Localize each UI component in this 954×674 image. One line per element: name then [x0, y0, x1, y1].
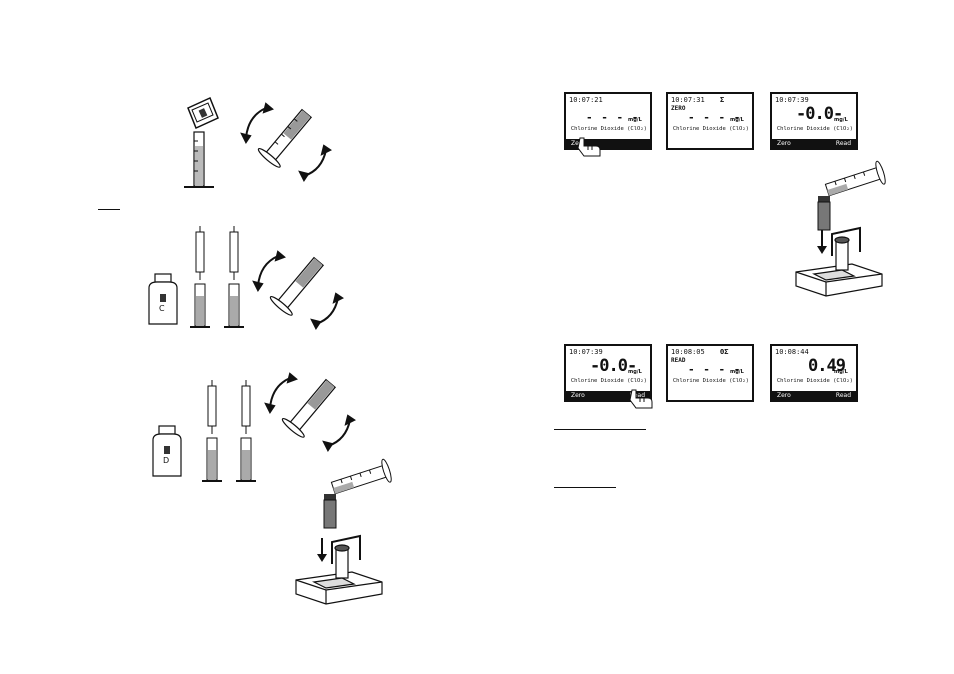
lcd-time: 10:07:39 [569, 348, 603, 356]
lcd-screen-zeroed: 10:07:39 -0.0- mg/L Chlorine Dioxide (Cl… [770, 92, 858, 150]
lcd-unit: mg/L [834, 369, 848, 375]
lcd-unit: mg/L [730, 369, 744, 375]
lcd-time: 10:08:05 [671, 348, 705, 356]
graduated-cylinder-icon [269, 256, 325, 316]
syringe-icon [207, 380, 217, 434]
syringe-cylinder-pair-d [200, 378, 260, 486]
lcd-unit: mg/L [730, 117, 744, 123]
lcd-dashes: - - - - [688, 111, 742, 124]
invert-cylinder-3 [262, 368, 358, 454]
lcd-reading: -0.0- [590, 356, 637, 376]
invert-cylinder-2 [250, 246, 346, 332]
reagent-bottle-icon [148, 273, 178, 325]
graduated-cylinder-icon [236, 437, 256, 482]
graduated-cylinder-icon [184, 131, 214, 188]
graduated-cylinder-icon [330, 458, 392, 495]
zero-softkey[interactable]: Zero [777, 392, 791, 399]
lcd-status-symbol: ΘΣ [720, 348, 729, 356]
graduated-cylinder-icon [824, 160, 886, 197]
photometer-icon [295, 534, 383, 605]
heading-underline [554, 429, 646, 430]
reagent-bottle-d: D [149, 424, 185, 480]
pour-into-vial-left [318, 454, 394, 534]
lcd-softkey-bar: Zero Read [772, 139, 856, 148]
graduated-cylinder-icon [224, 283, 244, 328]
reagent-bottle-c: C [145, 272, 181, 328]
lcd-screen-result: 10:08:44 0.49 mg/L Chlorine Dioxide (ClO… [770, 344, 858, 402]
graduated-cylinder-icon [202, 437, 222, 482]
reagent-bottle-icon [152, 425, 182, 477]
graduated-cylinder-icon [257, 108, 313, 168]
lcd-unit: mg/L [628, 117, 642, 123]
lcd-softkey-bar: Zero [566, 139, 650, 148]
pour-into-vial-right [812, 156, 888, 236]
invert-cylinder-1 [238, 98, 334, 184]
bottle-c-label: C [159, 304, 165, 313]
read-softkey[interactable]: Read [835, 140, 851, 147]
invert-arrows-icon [264, 372, 356, 452]
lcd-screen-zeroing: 10:07:31 Σ ZERO - - - - mg/L Chlorine Di… [666, 92, 754, 150]
photometer-left [292, 534, 386, 608]
down-arrow-icon [317, 538, 327, 562]
invert-arrows-icon [252, 250, 344, 330]
zero-softkey[interactable]: Zero [571, 140, 585, 147]
lcd-time: 10:08:44 [775, 348, 809, 356]
lcd-screen-zero-prompt: 10:07:21 - - - - mg/L Chlorine Dioxide (… [564, 92, 652, 150]
read-softkey[interactable]: Read [835, 392, 851, 399]
zero-softkey[interactable]: Zero [571, 392, 585, 399]
lcd-reading: 0.49 [808, 356, 846, 376]
reagent-packet-icon [187, 96, 219, 130]
lcd-softkey-bar: Zero Read [566, 391, 650, 400]
lcd-parameter: Chlorine Dioxide (ClO₂) [570, 126, 647, 132]
lcd-screen-reading: 10:08:05 ΘΣ READ - - - - mg/L Chlorine D… [666, 344, 754, 402]
lcd-reading: -0.0- [796, 104, 843, 124]
photometer-icon [795, 226, 883, 297]
sample-vial-icon [323, 494, 337, 529]
lcd-status-symbol: Σ [720, 96, 725, 104]
zero-softkey[interactable]: Zero [777, 140, 791, 147]
lcd-unit: mg/L [834, 117, 848, 123]
lcd-time: 10:07:31 [671, 96, 705, 104]
lcd-mode: READ [671, 357, 686, 364]
down-arrow-icon [817, 230, 827, 254]
lcd-parameter: Chlorine Dioxide (ClO₂) [672, 126, 749, 132]
syringe-icon [241, 380, 251, 434]
lcd-dashes: - - - - [688, 363, 742, 376]
graduated-cylinder-icon [281, 378, 337, 438]
finger-press-icon [628, 388, 654, 410]
lcd-parameter: Chlorine Dioxide (ClO₂) [776, 126, 853, 132]
graduated-cylinder-icon [190, 283, 210, 328]
read-softkey[interactable]: Read [629, 392, 645, 399]
lcd-screen-read-prompt: 10:07:39 -0.0- mg/L Chlorine Dioxide (Cl… [564, 344, 652, 402]
lcd-parameter: Chlorine Dioxide (ClO₂) [570, 378, 647, 384]
invert-arrows-icon [240, 102, 332, 182]
syringe-cylinder-pair-c [188, 224, 248, 332]
lcd-time: 10:07:21 [569, 96, 603, 104]
lcd-softkey-bar: Zero Read [772, 391, 856, 400]
finger-press-icon [576, 136, 602, 158]
heading-underline [554, 487, 616, 488]
lcd-parameter: Chlorine Dioxide (ClO₂) [776, 378, 853, 384]
lcd-unit: mg/L [628, 369, 642, 375]
lcd-parameter: Chlorine Dioxide (ClO₂) [672, 378, 749, 384]
syringe-icon [195, 226, 205, 280]
photometer-right [792, 226, 886, 300]
sample-vial-icon [817, 196, 831, 231]
lcd-time: 10:07:39 [775, 96, 809, 104]
lcd-dashes: - - - - [586, 111, 640, 124]
lcd-mode: ZERO [671, 105, 686, 112]
syringe-icon [229, 226, 239, 280]
bottle-d-label: D [163, 456, 170, 465]
packet-cylinder-illustration [180, 96, 230, 192]
heading-underline [98, 209, 120, 210]
